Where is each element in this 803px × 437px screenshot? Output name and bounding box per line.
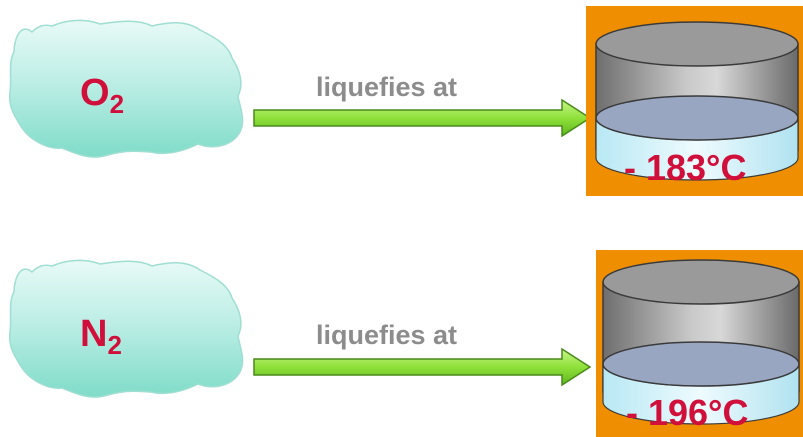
cloud-n2 bbox=[8, 259, 244, 398]
cylinder-top bbox=[602, 259, 800, 305]
arrow-caption: liquefies at bbox=[316, 320, 458, 350]
arrow-row-1 bbox=[253, 98, 592, 138]
arrow-row-2 bbox=[253, 347, 592, 387]
cloud-o2 bbox=[8, 19, 244, 158]
gas-symbol: N bbox=[80, 313, 108, 355]
gas-subscript: 2 bbox=[109, 89, 125, 119]
liquid-surface bbox=[595, 95, 799, 141]
temperature-label: - 183°C bbox=[624, 147, 747, 188]
gas-label-o2: O2 bbox=[80, 72, 124, 117]
gas-label-n2: N2 bbox=[80, 313, 122, 358]
temperature-label: - 196°C bbox=[626, 392, 749, 433]
arrow-caption: liquefies at bbox=[316, 72, 458, 102]
gas-subscript: 2 bbox=[107, 330, 122, 360]
liquid-surface bbox=[602, 341, 800, 387]
cylinder-top bbox=[595, 21, 799, 67]
gas-symbol: O bbox=[80, 72, 110, 114]
liquid-container-row-1 bbox=[586, 6, 803, 196]
liquid-container-row-2 bbox=[596, 250, 803, 437]
